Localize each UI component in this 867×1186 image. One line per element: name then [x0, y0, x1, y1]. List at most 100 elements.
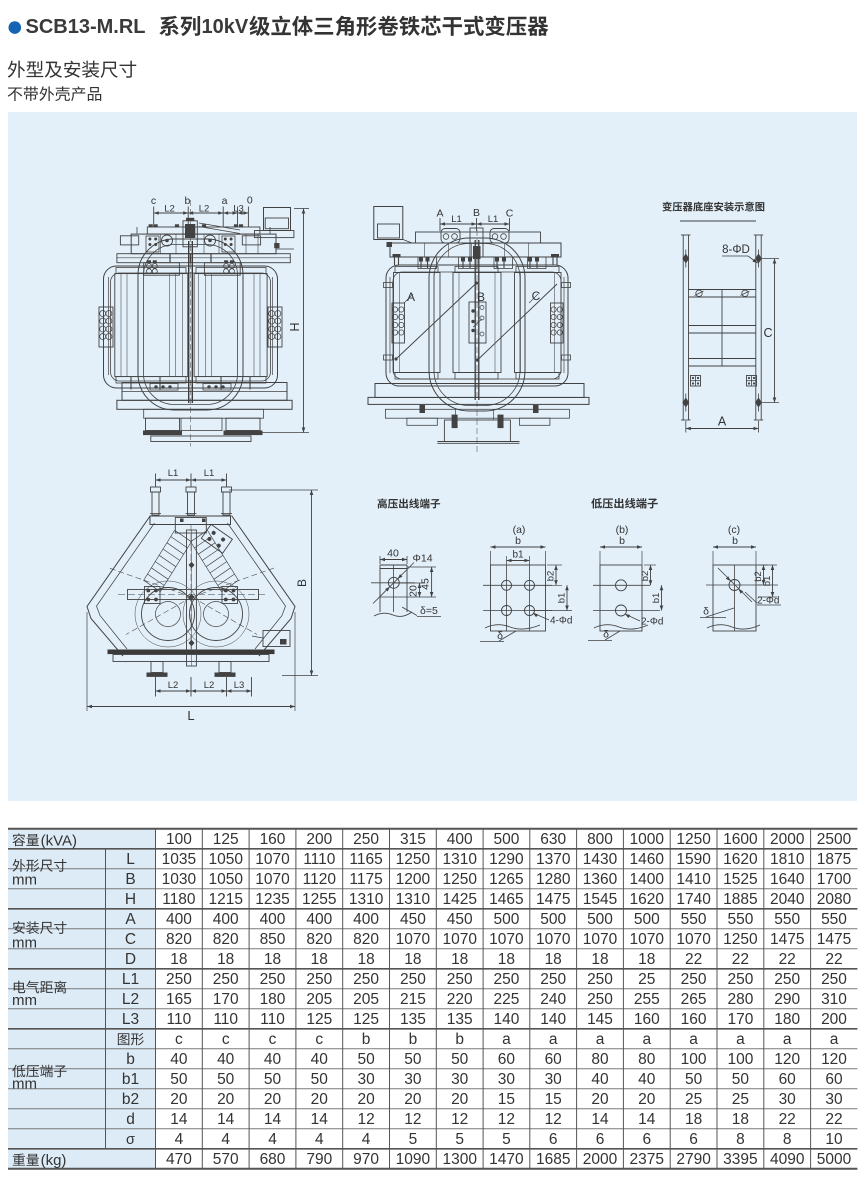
svg-text:1215: 1215	[208, 891, 242, 908]
svg-text:50: 50	[217, 1071, 235, 1088]
svg-text:30: 30	[357, 1071, 375, 1088]
svg-text:1250: 1250	[723, 931, 758, 948]
svg-text:L2: L2	[168, 680, 179, 691]
svg-text:12: 12	[451, 1111, 468, 1128]
svg-text:1050: 1050	[208, 871, 243, 888]
svg-text:18: 18	[404, 951, 421, 968]
svg-text:B: B	[125, 871, 135, 888]
svg-text:225: 225	[493, 991, 519, 1008]
svg-text:1180: 1180	[162, 891, 196, 908]
svg-text:1280: 1280	[536, 871, 571, 888]
svg-text:820: 820	[353, 931, 379, 948]
svg-text:b: b	[362, 1031, 371, 1048]
svg-text:1090: 1090	[396, 1151, 431, 1168]
svg-text:165: 165	[166, 991, 192, 1008]
svg-text:200: 200	[306, 831, 332, 848]
svg-text:b: b	[126, 1051, 135, 1068]
svg-text:14: 14	[264, 1111, 282, 1128]
svg-text:1685: 1685	[536, 1151, 570, 1168]
svg-text:22: 22	[732, 951, 749, 968]
svg-text:mm: mm	[12, 871, 37, 888]
svg-text:14: 14	[591, 1111, 609, 1128]
svg-text:25: 25	[732, 1091, 749, 1108]
svg-text:500: 500	[587, 911, 613, 928]
svg-text:a: a	[502, 1031, 511, 1048]
svg-text:550: 550	[681, 911, 707, 928]
svg-text:120: 120	[821, 1051, 847, 1068]
svg-text:1620: 1620	[723, 851, 758, 868]
svg-text:18: 18	[685, 1111, 702, 1128]
svg-text:A: A	[718, 415, 727, 429]
svg-text:80: 80	[638, 1051, 656, 1068]
svg-text:250: 250	[540, 971, 566, 988]
svg-text:Φ14: Φ14	[413, 553, 433, 565]
svg-text:L1: L1	[488, 214, 499, 225]
svg-text:L3: L3	[234, 680, 245, 691]
svg-text:400: 400	[353, 911, 379, 928]
svg-text:18: 18	[357, 951, 374, 968]
svg-text:mm: mm	[12, 1076, 37, 1093]
svg-text:1360: 1360	[583, 871, 618, 888]
svg-text:400: 400	[260, 911, 286, 928]
svg-text:110: 110	[213, 1011, 238, 1028]
svg-text:790: 790	[306, 1151, 332, 1168]
svg-text:A: A	[407, 290, 415, 304]
svg-text:1030: 1030	[162, 871, 197, 888]
svg-text:2500: 2500	[817, 831, 852, 848]
svg-text:L1: L1	[168, 468, 179, 479]
svg-text:12: 12	[404, 1111, 421, 1128]
svg-text:4: 4	[221, 1131, 230, 1148]
svg-text:14: 14	[311, 1111, 329, 1128]
svg-text:20: 20	[170, 1091, 188, 1108]
svg-text:1410: 1410	[676, 871, 711, 888]
svg-text:a: a	[736, 1031, 745, 1048]
svg-text:18: 18	[638, 951, 655, 968]
svg-text:800: 800	[587, 831, 613, 848]
svg-text:50: 50	[685, 1071, 703, 1088]
svg-text:4: 4	[175, 1131, 184, 1148]
svg-text:30: 30	[545, 1071, 563, 1088]
svg-text:2790: 2790	[676, 1151, 711, 1168]
svg-text:a: a	[549, 1031, 558, 1048]
svg-text:b: b	[184, 195, 190, 207]
svg-text:18: 18	[170, 951, 187, 968]
svg-text:c: c	[315, 1031, 323, 1048]
svg-text:1120: 1120	[303, 871, 337, 888]
svg-text:b2: b2	[546, 571, 557, 582]
svg-text:500: 500	[634, 911, 660, 928]
svg-text:250: 250	[353, 971, 379, 988]
svg-text:b1: b1	[557, 593, 568, 604]
svg-text:B: B	[477, 290, 485, 304]
svg-text:1310: 1310	[349, 891, 384, 908]
svg-text:b1: b1	[762, 576, 773, 587]
svg-text:1250: 1250	[442, 871, 477, 888]
svg-text:205: 205	[353, 991, 379, 1008]
svg-text:22: 22	[825, 951, 842, 968]
svg-text:265: 265	[681, 991, 707, 1008]
svg-text:1250: 1250	[396, 851, 431, 868]
svg-text:4090: 4090	[770, 1151, 805, 1168]
svg-text:5: 5	[409, 1131, 418, 1148]
svg-text:250: 250	[400, 971, 426, 988]
svg-text:1810: 1810	[770, 851, 805, 868]
svg-text:250: 250	[306, 971, 332, 988]
svg-text:140: 140	[493, 1011, 519, 1028]
svg-text:570: 570	[213, 1151, 239, 1168]
svg-text:δ=5: δ=5	[420, 605, 438, 617]
svg-text:60: 60	[545, 1051, 563, 1068]
svg-text:δ: δ	[603, 629, 609, 641]
svg-text:30: 30	[779, 1091, 797, 1108]
svg-text:1070: 1070	[255, 871, 290, 888]
svg-text:50: 50	[404, 1051, 422, 1068]
svg-text:170: 170	[213, 991, 239, 1008]
svg-text:L: L	[126, 851, 135, 868]
svg-text:820: 820	[213, 931, 239, 948]
svg-text:1200: 1200	[396, 871, 431, 888]
svg-text:20: 20	[217, 1091, 235, 1108]
svg-text:L3: L3	[233, 204, 244, 215]
svg-text:400: 400	[166, 911, 192, 928]
svg-text:b: b	[409, 1031, 418, 1048]
svg-text:14: 14	[638, 1111, 656, 1128]
svg-text:12: 12	[498, 1111, 515, 1128]
svg-text:500: 500	[493, 831, 519, 848]
